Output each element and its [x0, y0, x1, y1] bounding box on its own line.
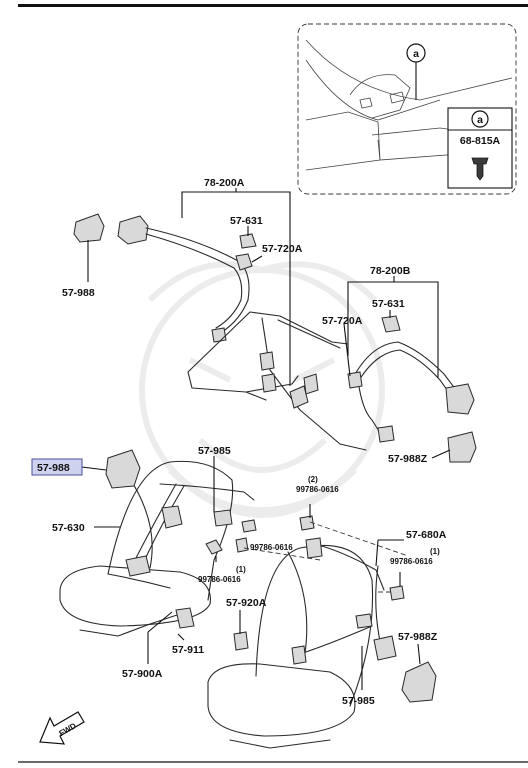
driver-harness-assembly — [73, 213, 257, 343]
label-bolt-d-qty: (1) — [236, 565, 246, 574]
label-57-680a: 57-680A — [406, 529, 447, 541]
label-57-631-b: 57-631 — [372, 298, 405, 310]
top-border — [18, 4, 528, 7]
label-bolt-a: 99786-0616 — [296, 485, 339, 494]
watermark-emblem — [139, 261, 385, 518]
label-bolt-a-qty: (2) — [308, 475, 318, 484]
passenger-harness-assembly — [347, 315, 477, 463]
clip-part-number: 68-815A — [460, 135, 501, 147]
label-bolt-c-qty: (1) — [430, 547, 440, 556]
selected-part-highlight[interactable] — [31, 458, 83, 476]
push-clip-icon — [471, 157, 489, 181]
label-78-200b: 78-200B — [370, 265, 411, 277]
label-57-911: 57-911 — [172, 644, 204, 656]
callout-letter-inset: a — [413, 48, 419, 60]
passenger-belt-parts — [291, 515, 437, 703]
callout-letter-legend: a — [477, 114, 483, 126]
cover-988-selected-part — [105, 449, 141, 489]
callout-circle-legend — [471, 110, 489, 128]
cover-988-top-part — [73, 213, 105, 243]
retractor-unit — [117, 215, 149, 245]
fwd-arrow: FWD — [39, 711, 85, 745]
label-57-988-top: 57-988 — [62, 287, 95, 299]
trunk-interior-sketch — [305, 39, 513, 171]
label-57-920a: 57-920A — [226, 597, 267, 609]
label-bolt-d: 99786-0616 — [198, 575, 241, 584]
cover-988z-bottom-part — [401, 661, 437, 703]
label-57-720a-b: 57-720A — [322, 315, 363, 327]
label-57-630: 57-630 — [52, 522, 85, 534]
label-57-985-bottom: 57-985 — [342, 695, 375, 707]
inset-frame — [297, 23, 517, 195]
passenger-seat — [207, 544, 374, 749]
center-anchors — [259, 351, 319, 409]
label-78-200a: 78-200A — [204, 177, 245, 189]
label-57-900a: 57-900A — [122, 668, 163, 680]
label-57-720a-a: 57-720A — [262, 243, 303, 255]
label-57-631-a: 57-631 — [230, 215, 263, 227]
cover-988z-top-part — [447, 431, 477, 463]
detail-inset: a a 68-815A — [297, 23, 517, 195]
cover-631-a-part — [239, 233, 257, 249]
label-57-985-top: 57-985 — [198, 445, 231, 457]
label-57-988-selected[interactable]: 57-988 — [37, 462, 70, 474]
retractor-unit-b — [445, 383, 475, 415]
label-57-988z-top: 57-988Z — [388, 453, 428, 465]
leader-lines — [81, 226, 451, 690]
harness-brackets — [181, 188, 439, 386]
driver-belt-parts — [125, 483, 257, 651]
callout-circle-inset — [406, 43, 426, 63]
label-bolt-b: 99786-0616 — [250, 543, 293, 552]
label-57-988z-bottom: 57-988Z — [398, 631, 438, 643]
clip-legend-box: a 68-815A — [447, 107, 513, 189]
label-bolt-c: 99786-0616 — [390, 557, 433, 566]
dashed-reference-lines — [243, 521, 409, 593]
